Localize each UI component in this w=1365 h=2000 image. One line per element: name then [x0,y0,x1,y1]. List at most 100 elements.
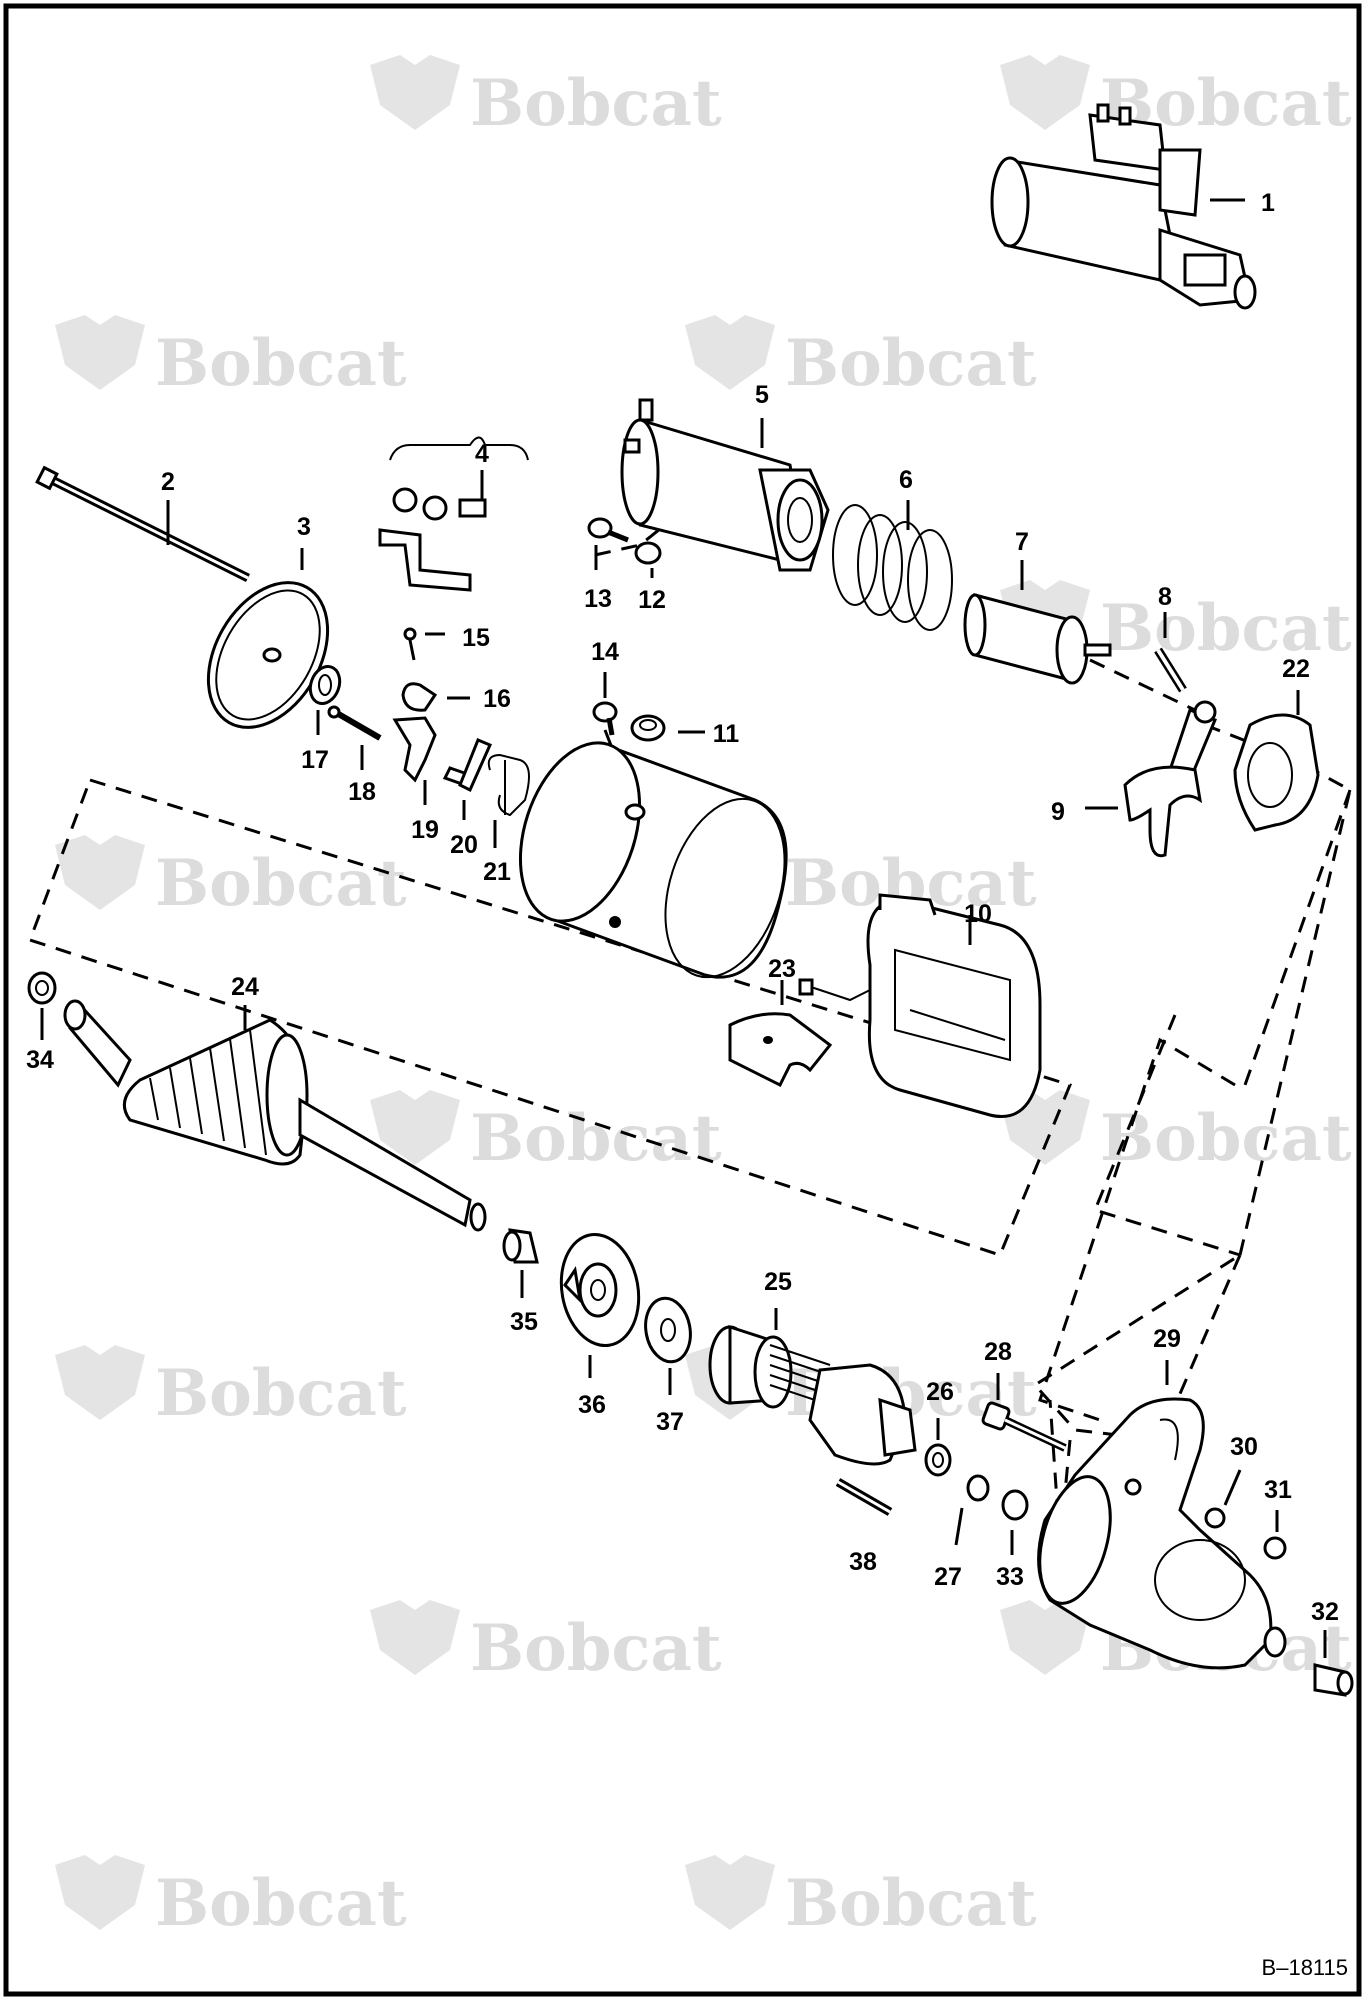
callout-5: 5 [755,381,769,409]
diagram-frame [3,3,1362,1997]
watermark-text: Bobcat [470,1611,722,1686]
watermark-text: Bobcat [155,846,407,921]
callout-4: 4 [475,440,489,468]
part-4-terminal-kit [378,436,529,592]
callout-38: 38 [849,1548,877,1576]
bobcat-logo-icon [370,1090,460,1165]
callout-2: 2 [161,468,175,496]
callout-34: 34 [26,1046,54,1074]
bobcat-logo-icon [370,1600,460,1675]
callout-28: 28 [984,1338,1012,1366]
part-23-pole-shoe [728,980,833,1088]
part-9-shift-lever [1085,700,1217,858]
watermark: Bobcat [370,1600,722,1686]
watermark: Bobcat [55,835,407,921]
watermark: Bobcat [55,1855,407,1941]
part-20-brush [442,738,492,820]
watermark: Bobcat [370,55,722,141]
callout-30: 30 [1230,1433,1258,1461]
part-18-screw [327,705,382,770]
part-21-spring-clip [487,753,530,848]
part-34-bushing [27,971,57,1040]
part-15-screw [403,627,445,661]
watermark: Bobcat [685,315,1037,401]
callout-29: 29 [1153,1325,1181,1353]
part-1-starter-assembly [990,103,1257,310]
part-29-drive-housing [1037,1360,1287,1670]
callout-25: 25 [764,1268,792,1296]
assembly-dashed-lines [28,483,1352,1546]
watermark: Bobcat [55,315,407,401]
callout-21: 21 [483,858,511,886]
part-30-nut [1204,1469,1242,1529]
watermark: Bobcat [370,1090,722,1176]
part-11-plug [630,714,705,742]
callout-12: 12 [638,586,666,614]
bobcat-logo-icon [370,55,460,130]
bobcat-logo-icon [55,835,145,910]
callout-14: 14 [591,638,619,666]
watermark-text: Bobcat [1100,1101,1352,1176]
part-26-stop-collar [924,1418,952,1477]
bobcat-logo-icon [685,1855,775,1930]
bobcat-logo-icon [55,1855,145,1930]
watermark: Bobcat [55,1345,407,1431]
callout-33: 33 [996,1563,1024,1591]
bobcat-logo-icon [55,315,145,390]
part-7-plunger [963,560,1112,685]
callout-23: 23 [768,955,796,983]
callout-31: 31 [1264,1476,1292,1504]
callout-22: 22 [1282,655,1310,683]
callout-24: 24 [231,973,259,1001]
watermark-text: Bobcat [470,1101,722,1176]
part-12-nut [634,541,662,578]
part-16-clip [401,682,470,712]
part-13-screw [587,517,629,570]
part-37-washer [644,1296,692,1395]
part-36-intermediate-plate [559,1232,641,1378]
part-33-washer [1001,1489,1029,1555]
part-14-screw [592,672,618,736]
part-27-snap-ring [954,1474,990,1546]
part-24-armature [63,999,487,1232]
callout-19: 19 [411,816,439,844]
callout-10: 10 [964,900,992,928]
callout-3: 3 [297,513,311,541]
watermark-text: Bobcat [470,66,722,141]
bobcat-logo-icon [55,1345,145,1420]
callout-8: 8 [1158,583,1172,611]
callout-17: 17 [301,746,329,774]
part-17-washer [308,665,342,735]
callout-11: 11 [713,720,740,748]
figure-reference: B–18115 [1262,1955,1348,1980]
part-2-through-bolt [35,465,251,583]
part-38-pin [835,1478,893,1516]
callout-9: 9 [1051,798,1065,826]
bobcat-logo-icon [685,315,775,390]
part-32-bushing [1313,1630,1354,1697]
callout-36: 36 [578,1391,606,1419]
part-19-brush-holder [392,716,437,805]
part-8-pin [1154,612,1187,693]
callout-37: 37 [656,1408,684,1436]
part-22-gasket [1233,690,1320,832]
callout-27: 27 [934,1563,962,1591]
callout-16: 16 [483,685,511,713]
callout-1: 1 [1261,189,1275,217]
part-28-bolt [981,1373,1067,1452]
part-10-field-coil [798,893,1042,1118]
callout-labels: 1234567891011121314151617181920212223242… [26,189,1339,1626]
watermark: Bobcat [1000,55,1352,141]
callout-13: 13 [584,585,612,613]
callout-35: 35 [510,1308,538,1336]
watermark-text: Bobcat [155,1866,407,1941]
part-31-nut [1263,1510,1287,1560]
watermark-text: Bobcat [155,326,407,401]
watermark-text: Bobcat [1100,591,1352,666]
part-frame-housing [518,741,788,979]
callout-18: 18 [348,778,376,806]
part-35-bearing [502,1228,539,1298]
part-25-drive-assembly [708,1308,917,1466]
part-6-return-spring [832,500,953,631]
bobcat-logo-icon [1000,55,1090,130]
